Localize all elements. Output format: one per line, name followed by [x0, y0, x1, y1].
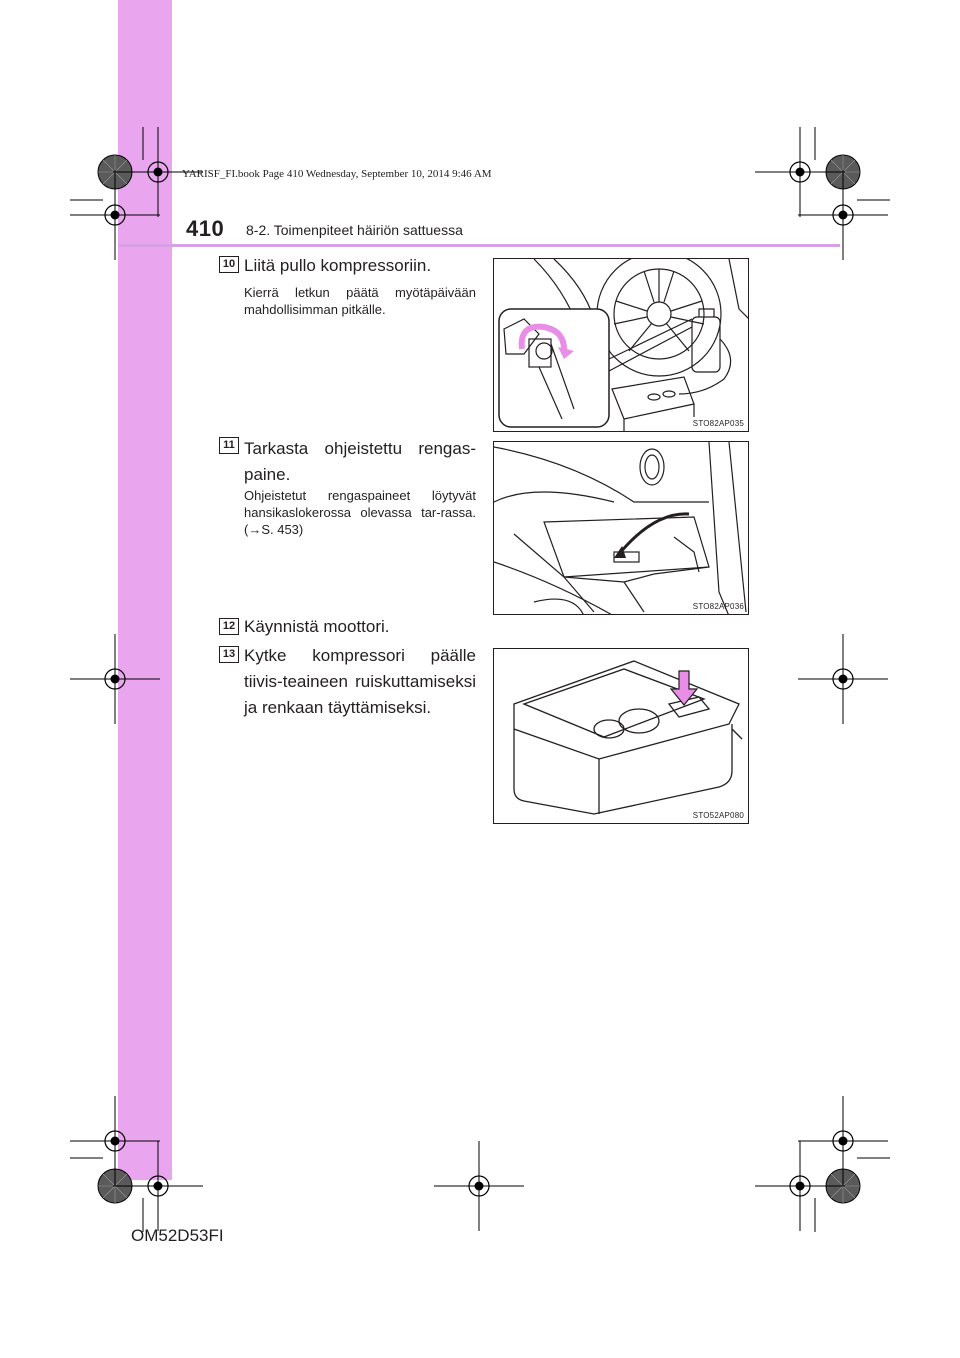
step-sub-10: Kierrä letkun päätä myötäpäivään mahdoll…	[244, 285, 476, 317]
registration-mark	[69, 1095, 161, 1187]
figure-bottle-compressor: STO82AP035	[493, 258, 749, 432]
step-number-12: 12	[219, 618, 239, 635]
registration-mark	[433, 1140, 525, 1232]
page-number: 410	[186, 216, 225, 241]
step-text-13: Kytke kompressori päälle tiivis-teaineen…	[244, 646, 476, 717]
step-number-11: 11	[219, 437, 239, 454]
step-number-13: 13	[219, 646, 239, 663]
registration-mark	[797, 633, 889, 725]
registration-mark	[112, 126, 204, 218]
header-rule	[118, 244, 840, 247]
registration-mark	[754, 1140, 846, 1232]
registration-mark	[797, 1095, 889, 1187]
registration-mark	[69, 169, 161, 261]
figure-code: STO52AP080	[692, 811, 744, 820]
step-text-10: Liitä pullo kompressoriin.	[244, 256, 432, 275]
step-text-12: Käynnistä moottori.	[244, 617, 390, 636]
section-title: 8-2. Toimenpiteet häiriön sattuessa	[246, 222, 463, 238]
footer-code: OM52D53FI	[131, 1226, 224, 1245]
registration-mark	[69, 633, 161, 725]
figure-code: STO82AP035	[692, 419, 744, 428]
chapter-sidebar	[118, 0, 172, 1180]
registration-mark	[112, 1140, 204, 1232]
compressor-illustration	[513, 660, 743, 815]
figure-code: STO82AP036	[692, 602, 744, 611]
step-text-11: Tarkasta ohjeistettu rengas-paine.	[244, 439, 476, 484]
figure-glovebox: STO82AP036	[493, 441, 749, 615]
book-info: YARISF_FI.book Page 410 Wednesday, Septe…	[182, 168, 492, 180]
glovebox-illustration	[494, 442, 747, 614]
step-sub-11: Ohjeistetut rengaspaineet löytyvät hansi…	[244, 488, 476, 537]
step-number-10: 10	[219, 256, 239, 273]
registration-mark	[797, 169, 889, 261]
figure-compressor-switch: STO52AP080	[493, 648, 749, 824]
wheel-hose-illustration	[498, 259, 748, 431]
registration-mark	[754, 126, 846, 218]
